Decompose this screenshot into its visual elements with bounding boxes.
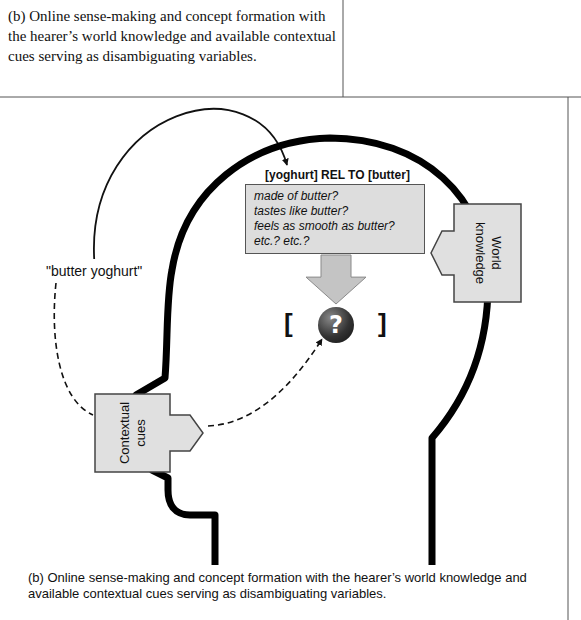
question-box: made of butter?tastes like butter?feels … <box>245 184 425 254</box>
relation-text: [yoghurt] REL TO [butter] <box>265 168 410 183</box>
question-mark: ? <box>329 311 343 339</box>
frame-line <box>568 97 569 620</box>
block-arrow <box>306 255 366 304</box>
arrow-shape <box>94 393 204 473</box>
dashed-connector <box>54 283 93 415</box>
frame-line <box>0 97 581 98</box>
head-profile <box>136 138 488 565</box>
input-phrase: "butter yoghurt" <box>46 262 142 280</box>
frame-line <box>343 0 344 97</box>
dashed-connector <box>208 339 322 426</box>
question-line: tastes like butter? <box>254 204 416 219</box>
question-icon: ? <box>318 307 354 343</box>
figure-caption: (b) Online sense-making and concept form… <box>28 570 546 602</box>
figure-title: (b) Online sense-making and concept form… <box>8 6 338 66</box>
head-outline: made of butter?tastes like butter?feels … <box>130 128 495 565</box>
question-line: made of butter? <box>254 189 416 204</box>
arrow-outline <box>95 394 203 472</box>
context-cues-arrow: Contextual cues <box>94 393 204 473</box>
input-phrase-text: "butter yoghurt" <box>46 262 142 280</box>
world-knowledge-arrow: World knowledge <box>430 203 522 303</box>
world-knowledge-text: World knowledge <box>472 217 504 289</box>
bracket: [ <box>284 306 293 340</box>
question-line: etc.? etc.? <box>254 234 416 249</box>
bracket: ] <box>378 306 387 340</box>
context-cues-text: Contextual cues <box>117 397 149 469</box>
arrow-outline <box>431 204 521 302</box>
question-line: feels as smooth as butter? <box>254 219 416 234</box>
